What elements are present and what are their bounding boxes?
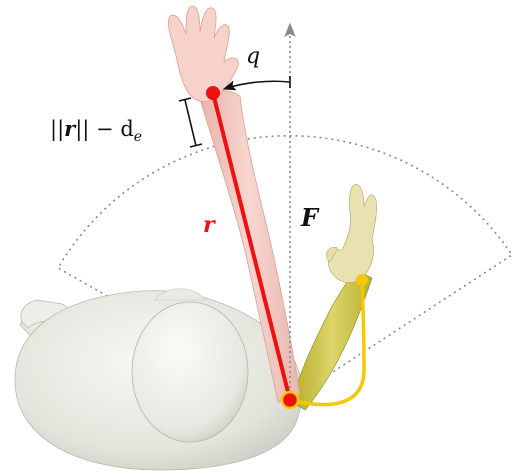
label-r: r (203, 212, 216, 238)
head (132, 302, 248, 442)
label-q: q (246, 44, 260, 69)
norm-prefix: || (50, 117, 64, 142)
distance-bracket (179, 98, 202, 147)
label-F: F (300, 203, 320, 232)
r-target-point (206, 86, 220, 100)
norm-sub: e (134, 129, 142, 145)
shoulder-origin-point (282, 392, 298, 408)
angle-q-arc (224, 81, 289, 89)
label-norm-r-minus-de: ||r|| − de (50, 116, 142, 145)
human-body (15, 289, 302, 470)
yellow-hand-point (356, 274, 368, 286)
norm-suffix: || − d (75, 117, 134, 142)
